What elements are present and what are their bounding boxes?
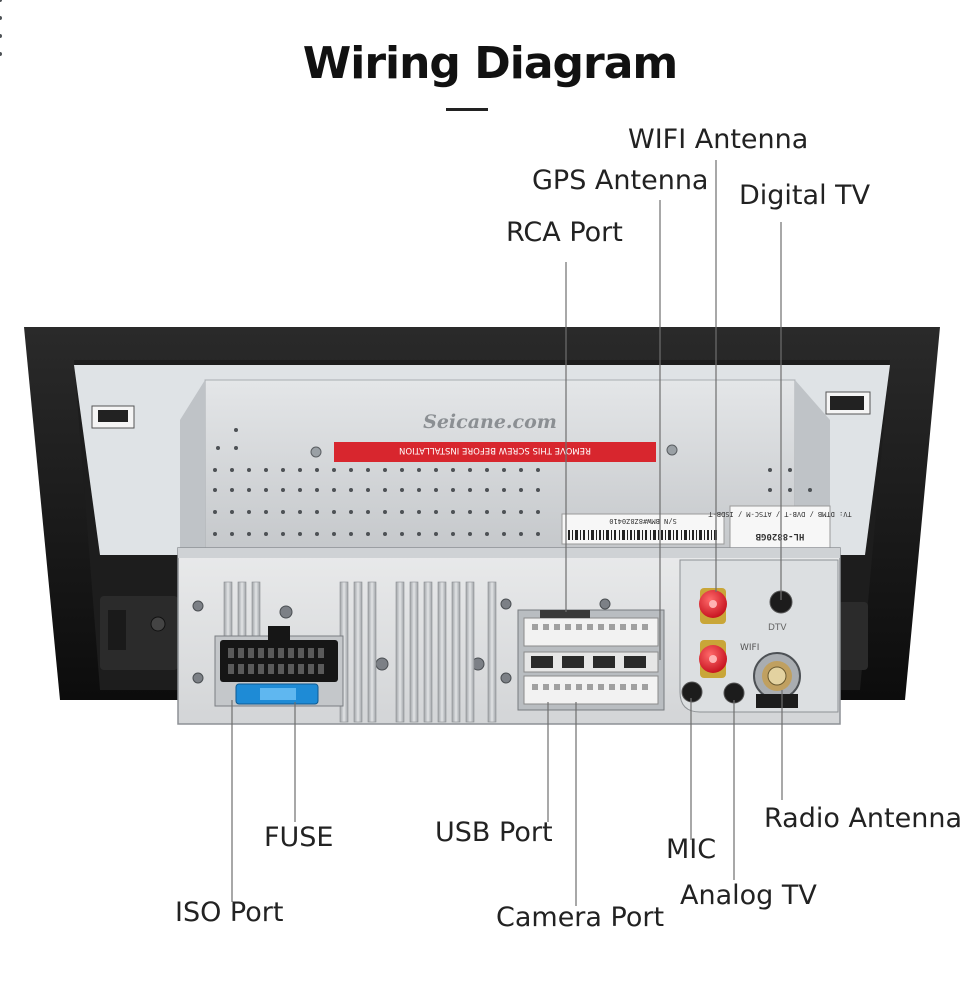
wifi-port-mark: WIFI bbox=[740, 643, 759, 653]
warning-sticker: REMOVE THIS SCREW BEFORE INSTALLATION bbox=[334, 442, 656, 462]
label-radio-antenna: Radio Antenna bbox=[764, 803, 963, 834]
label-digital-tv: Digital TV bbox=[739, 180, 871, 211]
label-usb-port: USB Port bbox=[435, 817, 553, 848]
label-mic: MIC bbox=[666, 834, 717, 865]
sticker-screw-right bbox=[666, 444, 678, 456]
label-iso-port: ISO Port bbox=[175, 897, 284, 928]
label-wifi-antenna: WIFI Antenna bbox=[628, 124, 809, 155]
multi-connector-block bbox=[517, 609, 665, 711]
label-analog-tv: Analog TV bbox=[680, 880, 817, 911]
label-camera-port: Camera Port bbox=[496, 902, 665, 933]
label-gps-antenna: GPS Antenna bbox=[532, 165, 709, 196]
label-fuse: FUSE bbox=[264, 822, 334, 853]
leader-lines bbox=[231, 160, 783, 906]
dtv-port-mark: DTV bbox=[768, 623, 787, 633]
mic-port bbox=[681, 681, 703, 703]
serial-text: S/N BMW#8Z8Z0410 bbox=[609, 517, 676, 525]
wifi-antenna-connector bbox=[699, 588, 727, 624]
sticker-screw-left bbox=[310, 446, 322, 458]
tv-options-text: TV: DTMB / DVB-T / ATSC-M / ISDB-T bbox=[708, 510, 852, 518]
watermark-text: Seicane.com bbox=[423, 411, 557, 433]
label-rca-port: RCA Port bbox=[506, 217, 623, 248]
page-title: Wiring Diagram bbox=[302, 38, 679, 89]
vent-hole-grid bbox=[213, 428, 812, 536]
vent-holes bbox=[0, 0, 2, 56]
fuse-component bbox=[235, 683, 319, 705]
model-label-text: HL-8820GB bbox=[755, 531, 804, 541]
serial-label-sticker: S/N BMW#8Z8Z0410 bbox=[561, 513, 725, 545]
sticker-warning-text: REMOVE THIS SCREW BEFORE INSTALLATION bbox=[399, 445, 591, 455]
plate-screws bbox=[192, 598, 828, 684]
left-bracket bbox=[100, 596, 178, 670]
right-bracket bbox=[838, 602, 868, 670]
radio-antenna-connector bbox=[753, 652, 801, 708]
title-underline bbox=[446, 108, 488, 111]
gps-antenna-connector bbox=[699, 640, 727, 678]
model-label-sticker: TV: DTMB / DVB-T / ATSC-M / ISDB-T HL-88… bbox=[708, 505, 852, 551]
